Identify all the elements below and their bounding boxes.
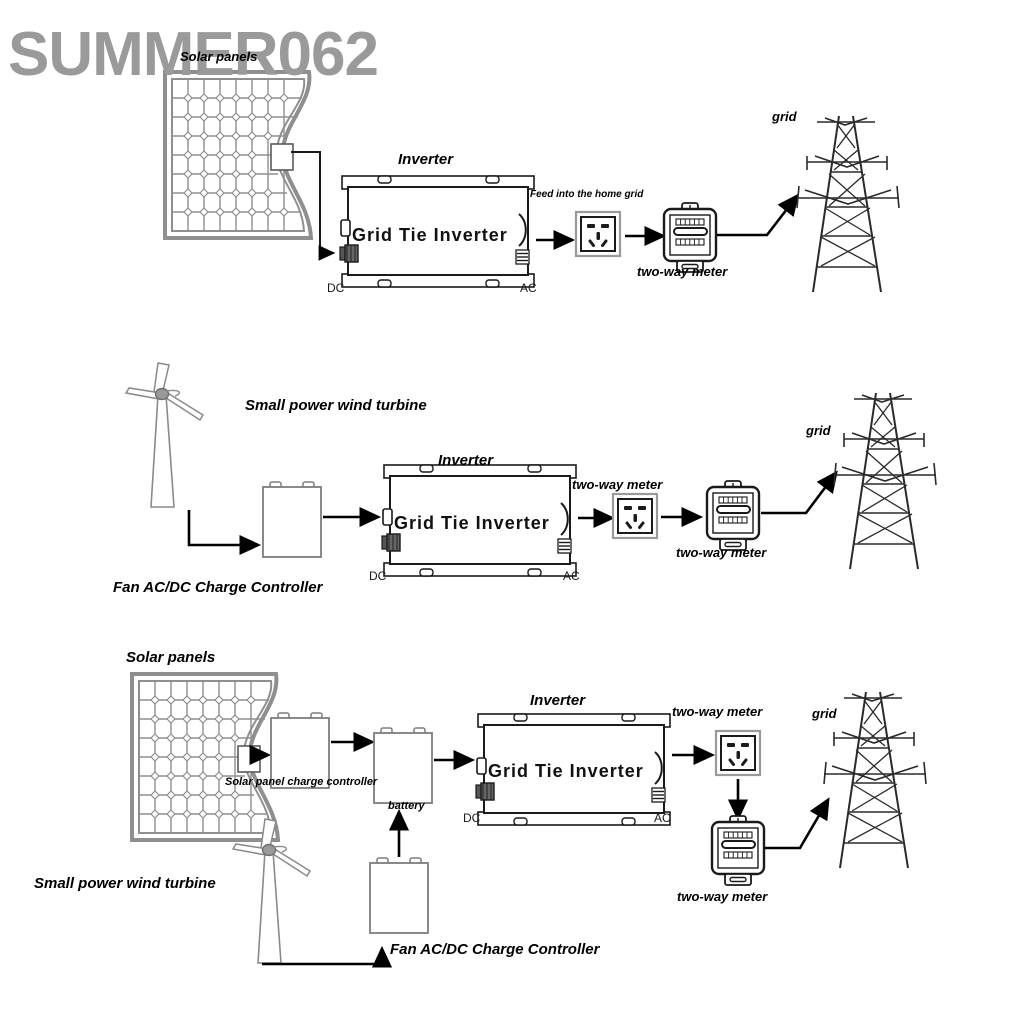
- label-wind-turbine-2: Small power wind turbine: [245, 397, 427, 414]
- two-way-meter-2: [705, 479, 761, 552]
- label-inverter-body-1: Grid Tie Inverter: [352, 225, 508, 245]
- diagram-2-group: [125, 362, 937, 577]
- wind-turbine-2: [125, 362, 204, 508]
- outlet-3: [714, 729, 762, 777]
- label-outlet-meter-2: two-way meter: [572, 477, 663, 492]
- two-way-meter-1: [662, 201, 718, 274]
- wire-turbine-to-controller-2: [187, 510, 262, 556]
- wire-meter-to-grid-3: [765, 797, 830, 850]
- label-fan-charge-controller-2: Fan AC/DC Charge Controller: [113, 579, 323, 596]
- label-solar-panels-3: Solar panels: [126, 649, 216, 666]
- label-grid-3: grid: [812, 706, 837, 721]
- wire-meter-to-grid-1: [717, 193, 799, 237]
- label-grid-2: grid: [806, 423, 831, 438]
- label-grid-1: grid: [772, 109, 797, 124]
- transmission-tower-3: [823, 691, 927, 869]
- label-battery-3: battery: [388, 800, 425, 812]
- diagram-1-group: [163, 70, 900, 293]
- label-inverter-3: Inverter: [530, 692, 586, 709]
- label-dc-2: DC: [369, 569, 387, 583]
- label-two-way-meter-2: two-way meter: [676, 545, 767, 560]
- label-dc-1: DC: [327, 281, 345, 295]
- label-two-way-meter-1: two-way meter: [637, 264, 728, 279]
- label-inverter-body-3: Grid Tie Inverter: [488, 761, 644, 781]
- outlet-1: [574, 210, 622, 258]
- diagram-3-group: [130, 672, 927, 968]
- two-way-meter-3: [710, 814, 766, 887]
- label-wind-turbine-3: Small power wind turbine: [34, 875, 216, 892]
- outlet-2: [611, 492, 659, 540]
- fan-charge-controller-3: [369, 857, 429, 934]
- solar-panel-3: [130, 672, 280, 842]
- wire-meter-to-grid-2: [761, 470, 838, 515]
- label-outlet-meter-3: two-way meter: [672, 704, 763, 719]
- transmission-tower-2: [833, 392, 937, 570]
- watermark: SUMMER062: [8, 20, 379, 89]
- label-ac-3: AC: [654, 811, 671, 825]
- label-feed-home-grid-1: Feed into the home grid: [530, 189, 644, 200]
- label-ac-1: AC: [520, 281, 537, 295]
- label-inverter-2: Inverter: [438, 452, 494, 469]
- label-solar-panels-1: Solar panels: [180, 49, 258, 64]
- transmission-tower-1: [796, 115, 900, 293]
- wire-panel-to-inverter-1: [291, 151, 336, 261]
- battery-3: [373, 727, 433, 804]
- label-ac-2: AC: [563, 569, 580, 583]
- fan-charge-controller-2: [262, 481, 322, 558]
- label-fan-charge-controller-3: Fan AC/DC Charge Controller: [390, 941, 600, 958]
- label-inverter-1: Inverter: [398, 151, 454, 168]
- label-two-way-meter-3: two-way meter: [677, 889, 768, 904]
- solar-panel-1: [163, 70, 313, 240]
- label-solar-charge-controller-3: Solar panel charge controller: [225, 776, 378, 788]
- label-dc-3: DC: [463, 811, 481, 825]
- label-inverter-body-2: Grid Tie Inverter: [394, 513, 550, 533]
- wire-turbine-to-fancc-3: [262, 945, 393, 968]
